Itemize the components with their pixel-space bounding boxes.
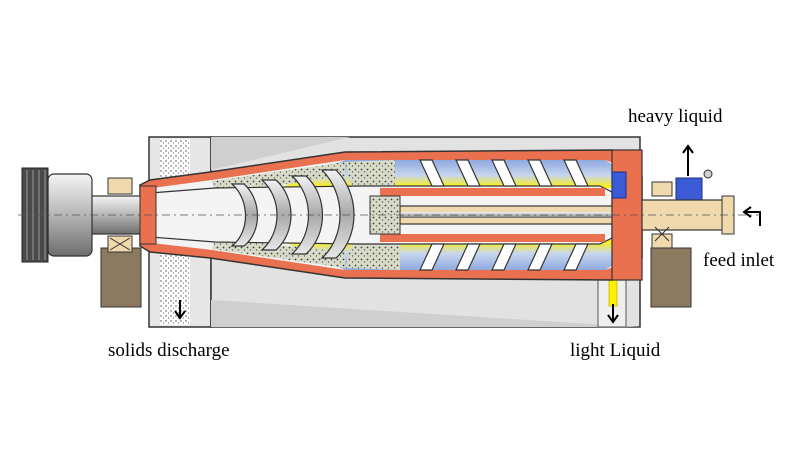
right-bearing-x-top [654,226,670,242]
heavy-liquid-housing [675,177,703,201]
left-support-base [100,247,142,308]
right-support-base [650,247,692,308]
left-bearing-x [109,237,131,251]
solids-discharge-arrow [174,300,186,320]
heavy-liquid-arrow [682,144,694,176]
scroll-hub-orange-inner [380,188,605,196]
left-bearing-top [107,177,133,195]
light-liquid-arrow [607,304,619,324]
casing-taper [211,137,640,327]
light-liquid-label: light Liquid [570,340,661,361]
pulley-groove-lines [26,170,46,260]
scroll-hub-orange-inner-b [380,234,605,242]
heavy-liquid-label: heavy liquid [628,106,723,127]
heavy-liquid-valve-knob [703,169,713,179]
feed-inlet-arrow [742,206,761,226]
screw-flights-cone [230,169,355,259]
solids-discharge-label: solids discharge [108,340,230,361]
screw-flights-bottom [419,243,589,271]
right-bearing-top [651,181,673,197]
heavy-liquid-channel [611,171,627,199]
screw-flights-top [419,159,589,187]
feed-inlet-label: feed inlet [703,250,775,271]
